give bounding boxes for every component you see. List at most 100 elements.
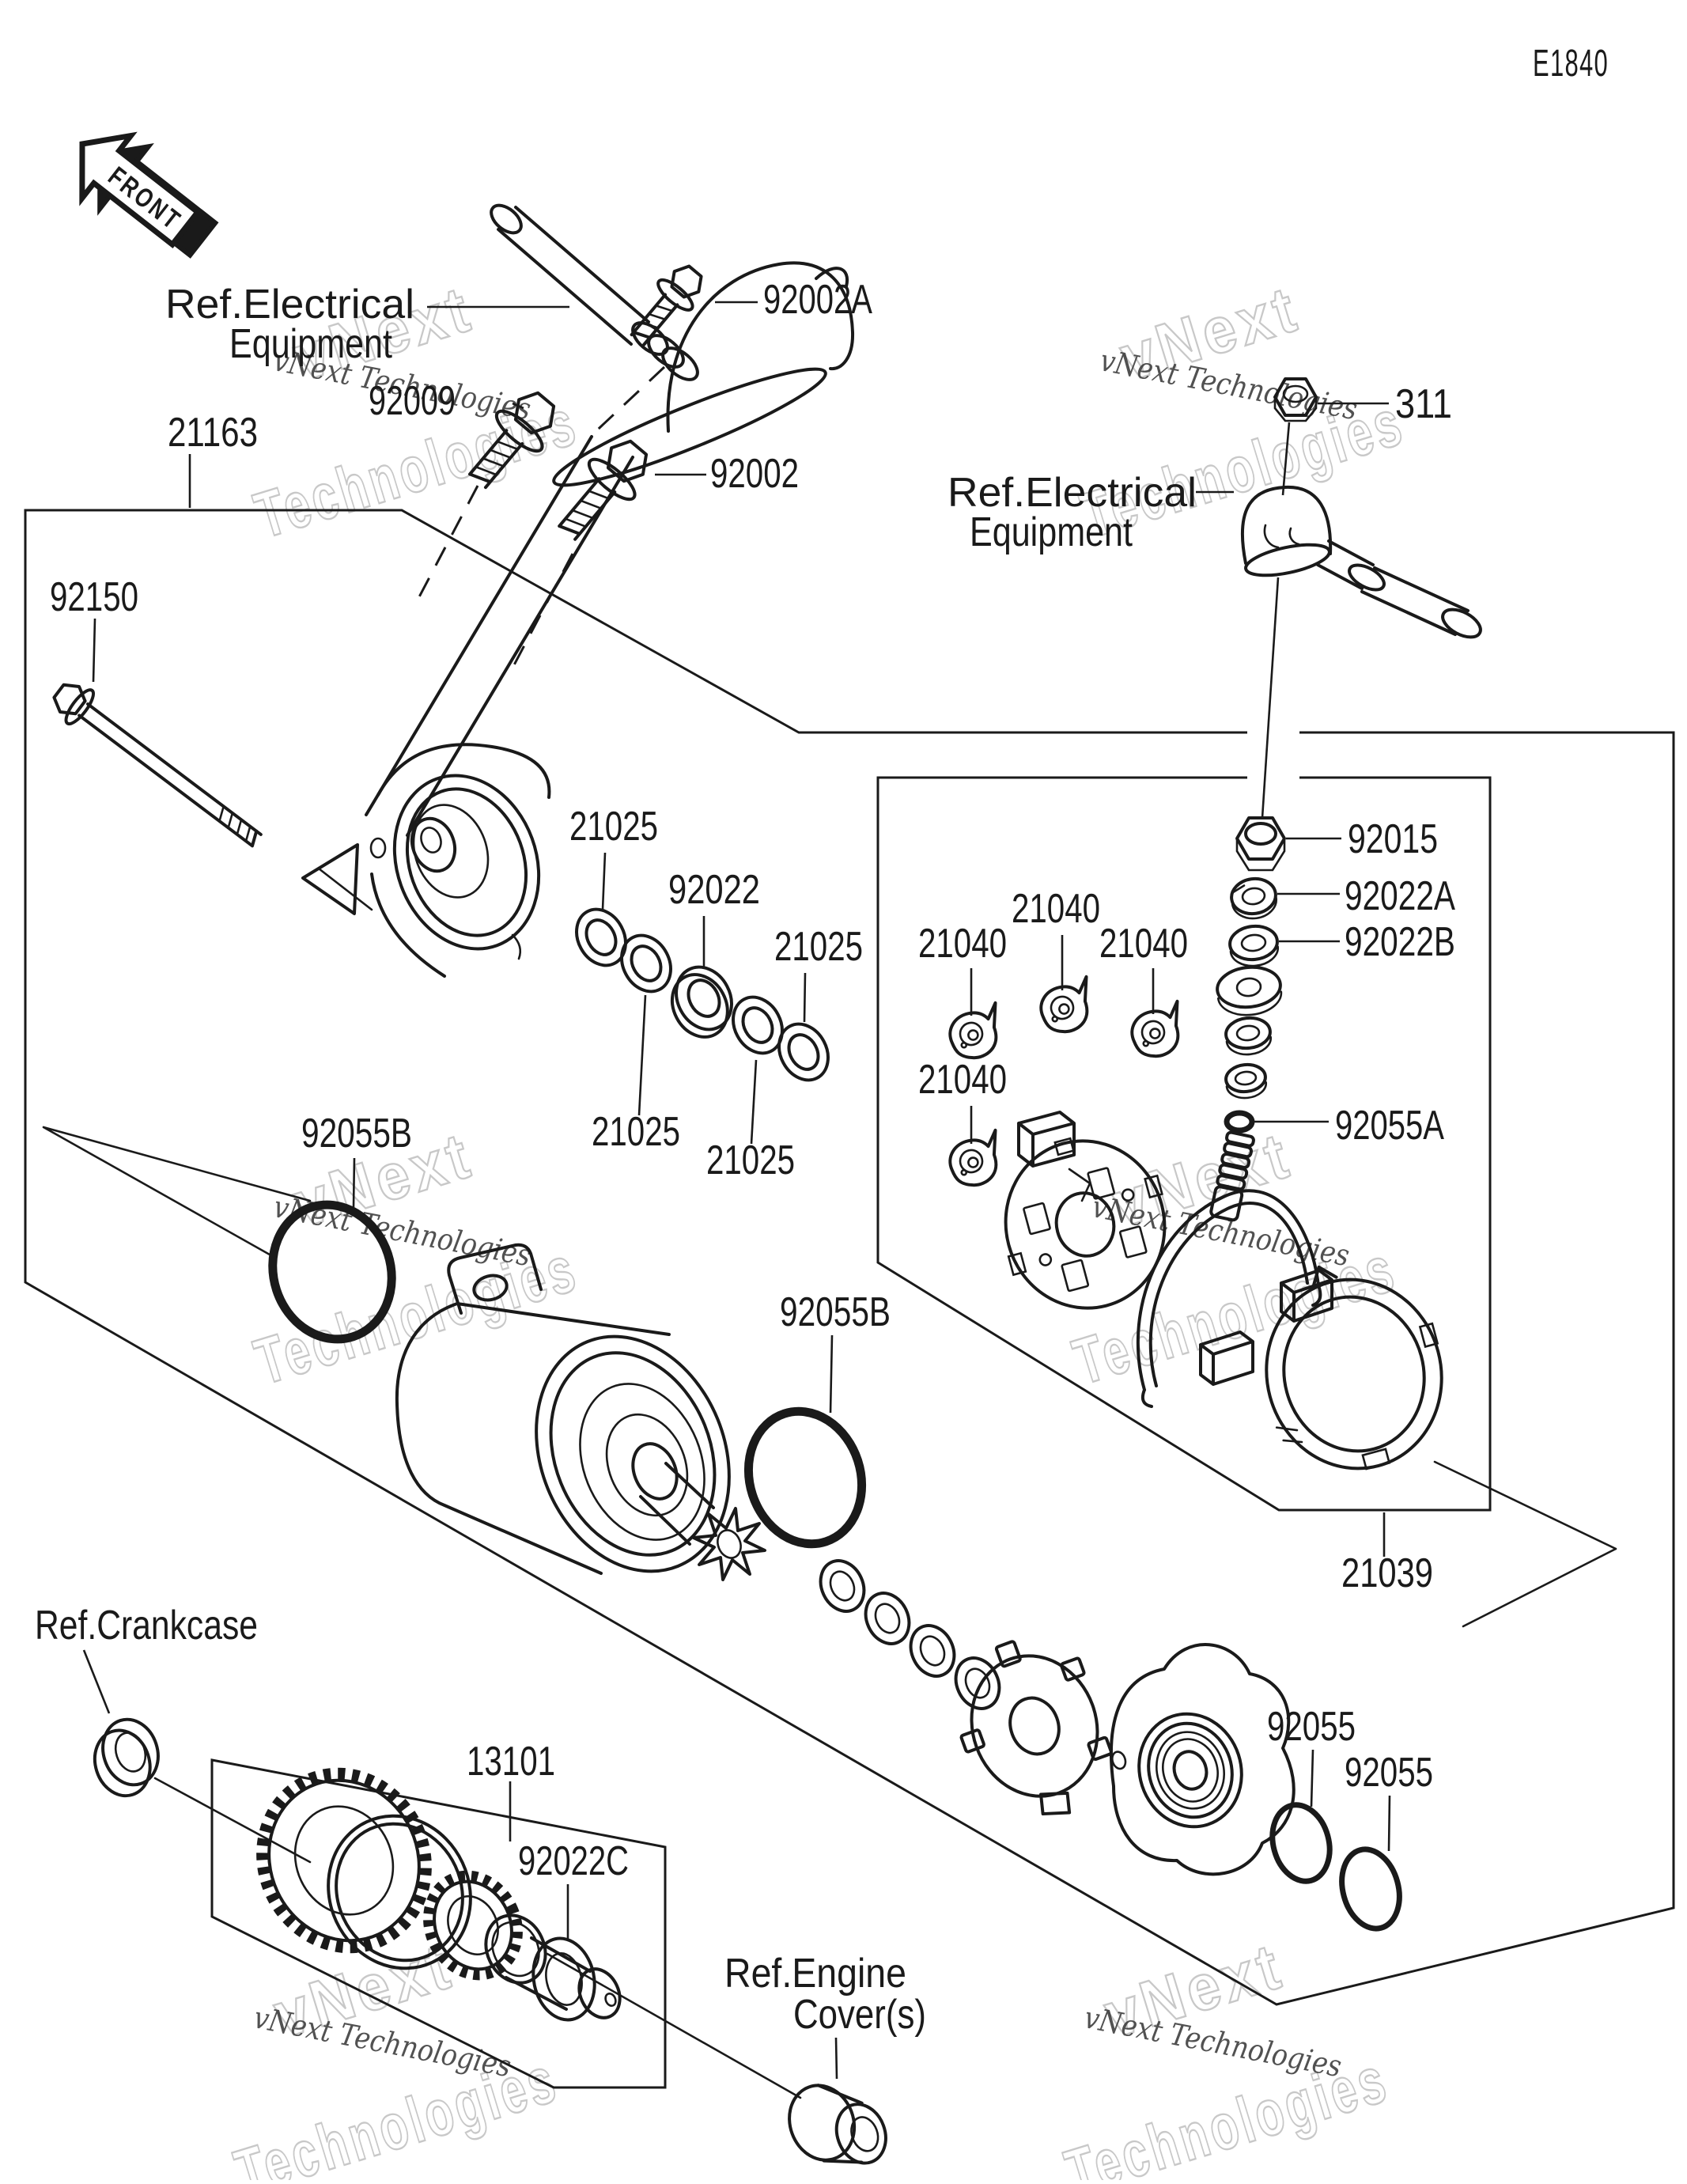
electrical-cable-left <box>490 203 855 487</box>
starter-bracket-21163 <box>301 435 634 978</box>
shaft-spline-end <box>692 1507 766 1581</box>
motor-tab-hole <box>472 1274 509 1302</box>
bolt-92002a <box>630 264 703 346</box>
cable-end-cap <box>490 203 523 235</box>
label-92002a: 92002A <box>763 277 872 323</box>
label-ref-engine-2: Cover(s) <box>793 1992 926 2038</box>
cup-bore <box>412 804 490 899</box>
leader-92150 <box>92 618 96 683</box>
leader-92055b-mid <box>829 1334 834 1414</box>
label-92022b: 92022B <box>1345 919 1455 965</box>
spring-brush-cube <box>1280 1269 1333 1323</box>
leader-lines <box>82 301 1391 2080</box>
oring-92055b-mid <box>743 1406 867 1549</box>
label-21040-top: 21040 <box>1012 886 1100 932</box>
label-92055-1: 92055 <box>1267 1704 1356 1750</box>
bolt-92150-long <box>52 683 263 848</box>
motor-hub <box>631 1442 679 1501</box>
motor-mount-tab <box>447 1243 543 1315</box>
label-13101: 13101 <box>467 1739 555 1785</box>
label-21039: 21039 <box>1341 1550 1433 1596</box>
leader-ref-engine-cover <box>834 2037 838 2080</box>
bolt-shank <box>78 702 263 848</box>
washer-large <box>1216 965 1283 1016</box>
bolt-92009 <box>468 391 556 490</box>
label-ref-electrical-right-2: Equipment <box>970 509 1133 555</box>
terminal-washer-stack <box>1216 816 1286 1134</box>
leader-92009 <box>512 402 524 410</box>
label-ref-engine-1: Ref.Engine <box>724 1951 906 1997</box>
motor-face-outer <box>535 1334 731 1573</box>
watermark-cluster: vNext Technologies vNext Technologies <box>1057 1929 1398 2184</box>
label-92150: 92150 <box>50 574 138 620</box>
watermark-big-text: Technologies <box>228 2043 566 2180</box>
outer-assembly-box <box>24 509 1675 2006</box>
bracket-tube <box>365 435 634 837</box>
bolt-flange <box>656 278 694 312</box>
elbow-flange <box>552 367 827 487</box>
bolt-threads <box>641 305 674 329</box>
motor-rotor <box>579 1383 705 1541</box>
bolt-head <box>670 264 703 299</box>
brush-21040 <box>1130 999 1180 1058</box>
label-311: 311 <box>1395 381 1452 427</box>
terminal-end <box>1441 608 1482 639</box>
nut-92015 <box>1235 816 1286 872</box>
watermarks: vNext Technologies vNext Technologies vN… <box>226 271 1413 2184</box>
shim-washer <box>864 1592 911 1645</box>
front-direction-arrow: FRONT <box>79 131 219 259</box>
brush-assembly-box-21039 <box>876 776 1492 1512</box>
cup-body-bottom <box>370 872 446 978</box>
motor-body <box>395 1302 671 1575</box>
label-92022c: 92022C <box>518 1838 629 1884</box>
brush-spring-clip <box>1136 1189 1322 1408</box>
end-cover-boss <box>1111 1712 1243 1829</box>
nut-311 <box>1273 377 1318 422</box>
cup-bolt-hole <box>369 837 387 859</box>
brush-21040 <box>948 1001 998 1060</box>
washer-medium <box>1224 1016 1272 1056</box>
brush-plate <box>1004 1137 1167 1310</box>
spring-brush-cube <box>1199 1330 1254 1386</box>
washer-92022b <box>1228 924 1279 967</box>
bolt-threads <box>564 490 611 528</box>
shaft-end-hole <box>604 1993 617 2007</box>
label-92055a: 92055A <box>1335 1103 1444 1149</box>
assembly-boxes <box>24 509 1675 2089</box>
clutch-housing <box>327 1814 472 1970</box>
bolt-axis-dashed <box>508 553 574 675</box>
terminal-collar <box>1348 563 1386 592</box>
label-92022a: 92022A <box>1345 873 1455 919</box>
shim-washer <box>819 1559 866 1613</box>
label-21025-d: 21025 <box>706 1137 795 1183</box>
label-21025-b: 21025 <box>774 924 863 970</box>
label-ref-electrical-left-1: Ref.Electrical <box>165 282 414 327</box>
motor-shaft <box>639 1462 715 1546</box>
motor-commutator <box>605 1413 689 1517</box>
motor-assembly <box>268 1200 867 1581</box>
label-21025-a: 21025 <box>569 804 658 850</box>
cup-body-top <box>376 743 551 799</box>
label-92009: 92009 <box>369 378 456 424</box>
brush-block-cube <box>1017 1111 1076 1168</box>
bolt-flange <box>64 688 95 726</box>
bolt-axis-dashed <box>587 365 666 440</box>
shaft-end-bore <box>717 1529 742 1559</box>
page-code: E1840 <box>1533 43 1609 85</box>
leader-21025-a <box>601 852 607 910</box>
label-21025-c: 21025 <box>592 1109 680 1155</box>
terminal-neck <box>1316 539 1375 590</box>
bolt-threads <box>475 440 519 476</box>
washer-21025 <box>620 933 672 994</box>
oring-92055-1 <box>1269 1802 1333 1884</box>
oring-92055a <box>1224 1110 1255 1134</box>
bolt-axis-line <box>317 867 373 911</box>
label-92055-2: 92055 <box>1345 1750 1433 1796</box>
label-92022: 92022 <box>668 867 760 913</box>
terminal-tube <box>1360 566 1470 636</box>
boot-detail <box>1263 524 1300 549</box>
shim-washer <box>909 1624 956 1678</box>
label-21040-right: 21040 <box>1099 921 1188 967</box>
cup-rim-detail <box>511 933 522 960</box>
carbon-brushes-21040 <box>948 975 1180 1187</box>
